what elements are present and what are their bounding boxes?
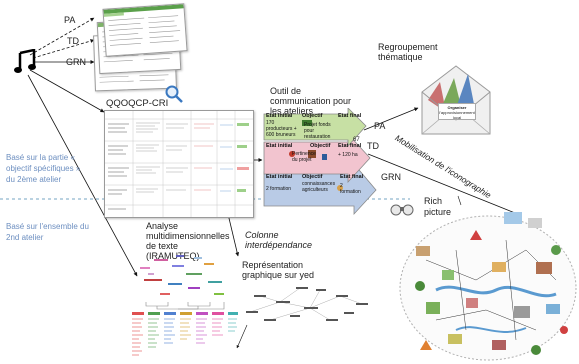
row3-etat-final-text: 2 formation [340,183,361,195]
arrow-pa [263,108,367,148]
label-outil: Outil de communication pour les ateliers [270,86,352,116]
row2-objectif-text: Pertinence du projet [292,151,316,163]
qqoqcp-table [104,110,254,218]
arrow-table-row-td: Etat initial Objectif Pertinence du proj… [264,143,364,173]
row2-objectif: Objectif [310,143,331,149]
envelope-card-line2: l'approvisionnement local [439,110,475,120]
label-analyse: Analyse multidimensionnelles de texte (I… [146,221,230,261]
iramuteq-scatter [140,255,224,295]
connector-music-iramuteq [27,74,138,277]
row1-objectif: Objectif [302,113,323,119]
binoculars-icon [390,204,414,216]
arrow-tool-shapes [263,108,377,216]
label-td-right: TD [367,141,379,151]
label-qqoqcp: QQOQCP-CRI [106,98,169,109]
row3-etat-initial: Etat initial [266,174,293,180]
row3-etat-final: Etat final [340,174,364,180]
label-grn-right: GRN [381,172,401,182]
label-rich-picture: Rich picture [424,196,452,217]
label-colonne: Colonne interdépendance [245,230,313,250]
row3-objectif: Objectif [302,174,323,180]
qqoqcp-table-grid [105,111,253,217]
note-base-partie: Basé sur la partie « objectif spécifique… [6,153,81,184]
yed-graph [246,287,368,321]
rich-picture [399,212,577,361]
row1-etat-initial: Etat initial [266,113,293,119]
connector-richpic-arrow [457,195,462,206]
document-pa [102,3,188,57]
envelope-card-line1: Organiser [447,105,467,110]
envelope-card: Organiser l'approvisionnement local [438,103,476,120]
label-pa-top: PA [64,15,76,25]
note-base-ensemble: Basé sur l'ensemble du 2nd atelier [6,222,89,242]
document-text-lines [103,4,184,46]
connector-yed-bottom [236,324,248,349]
connector-music-pa [29,17,95,56]
arrow-table-row-grn: Etat initial 2 formation Objectif connai… [264,174,364,202]
row1-etat-final: Etat final [338,113,362,119]
row1-etat-initial-text: 170 producteurs + 600 bruneurs [266,120,297,138]
connector-music-td [32,39,95,59]
connector-music-qqoqcp [29,69,105,113]
arrow-table-row-pa: Etat initial 170 producteurs + 600 brune… [264,113,364,139]
iramuteq-dendrogram [132,302,238,356]
label-grn-top: GRN [66,57,86,67]
connector-outil-richpicture [367,153,521,216]
label-td-top: TD [67,36,79,46]
label-pa-right: PA [374,121,386,131]
label-67: 67 [353,137,360,143]
connector-qqoqcp-yed [227,213,240,257]
label-regroupement: Regroupement thématique [378,42,438,62]
row3-etat-initial-text: 2 formation [266,186,292,192]
magnifier-icon [165,85,183,103]
label-representation: Représentation graphique sur yed [242,260,315,280]
connector-outil-envelope [363,107,419,131]
row1-objectif-text: Projet fonds pour restauration collectiv… [304,122,331,139]
row2-etat-final-text: + 120 ha [338,152,358,158]
envelope-icon [421,65,491,135]
music-note-icon [14,49,36,73]
row2-etat-initial: Etat initial [266,143,293,149]
row2-etat-final: Etat final [338,143,362,149]
row3-objectif-text: connaissances agriculteurs [302,181,336,193]
